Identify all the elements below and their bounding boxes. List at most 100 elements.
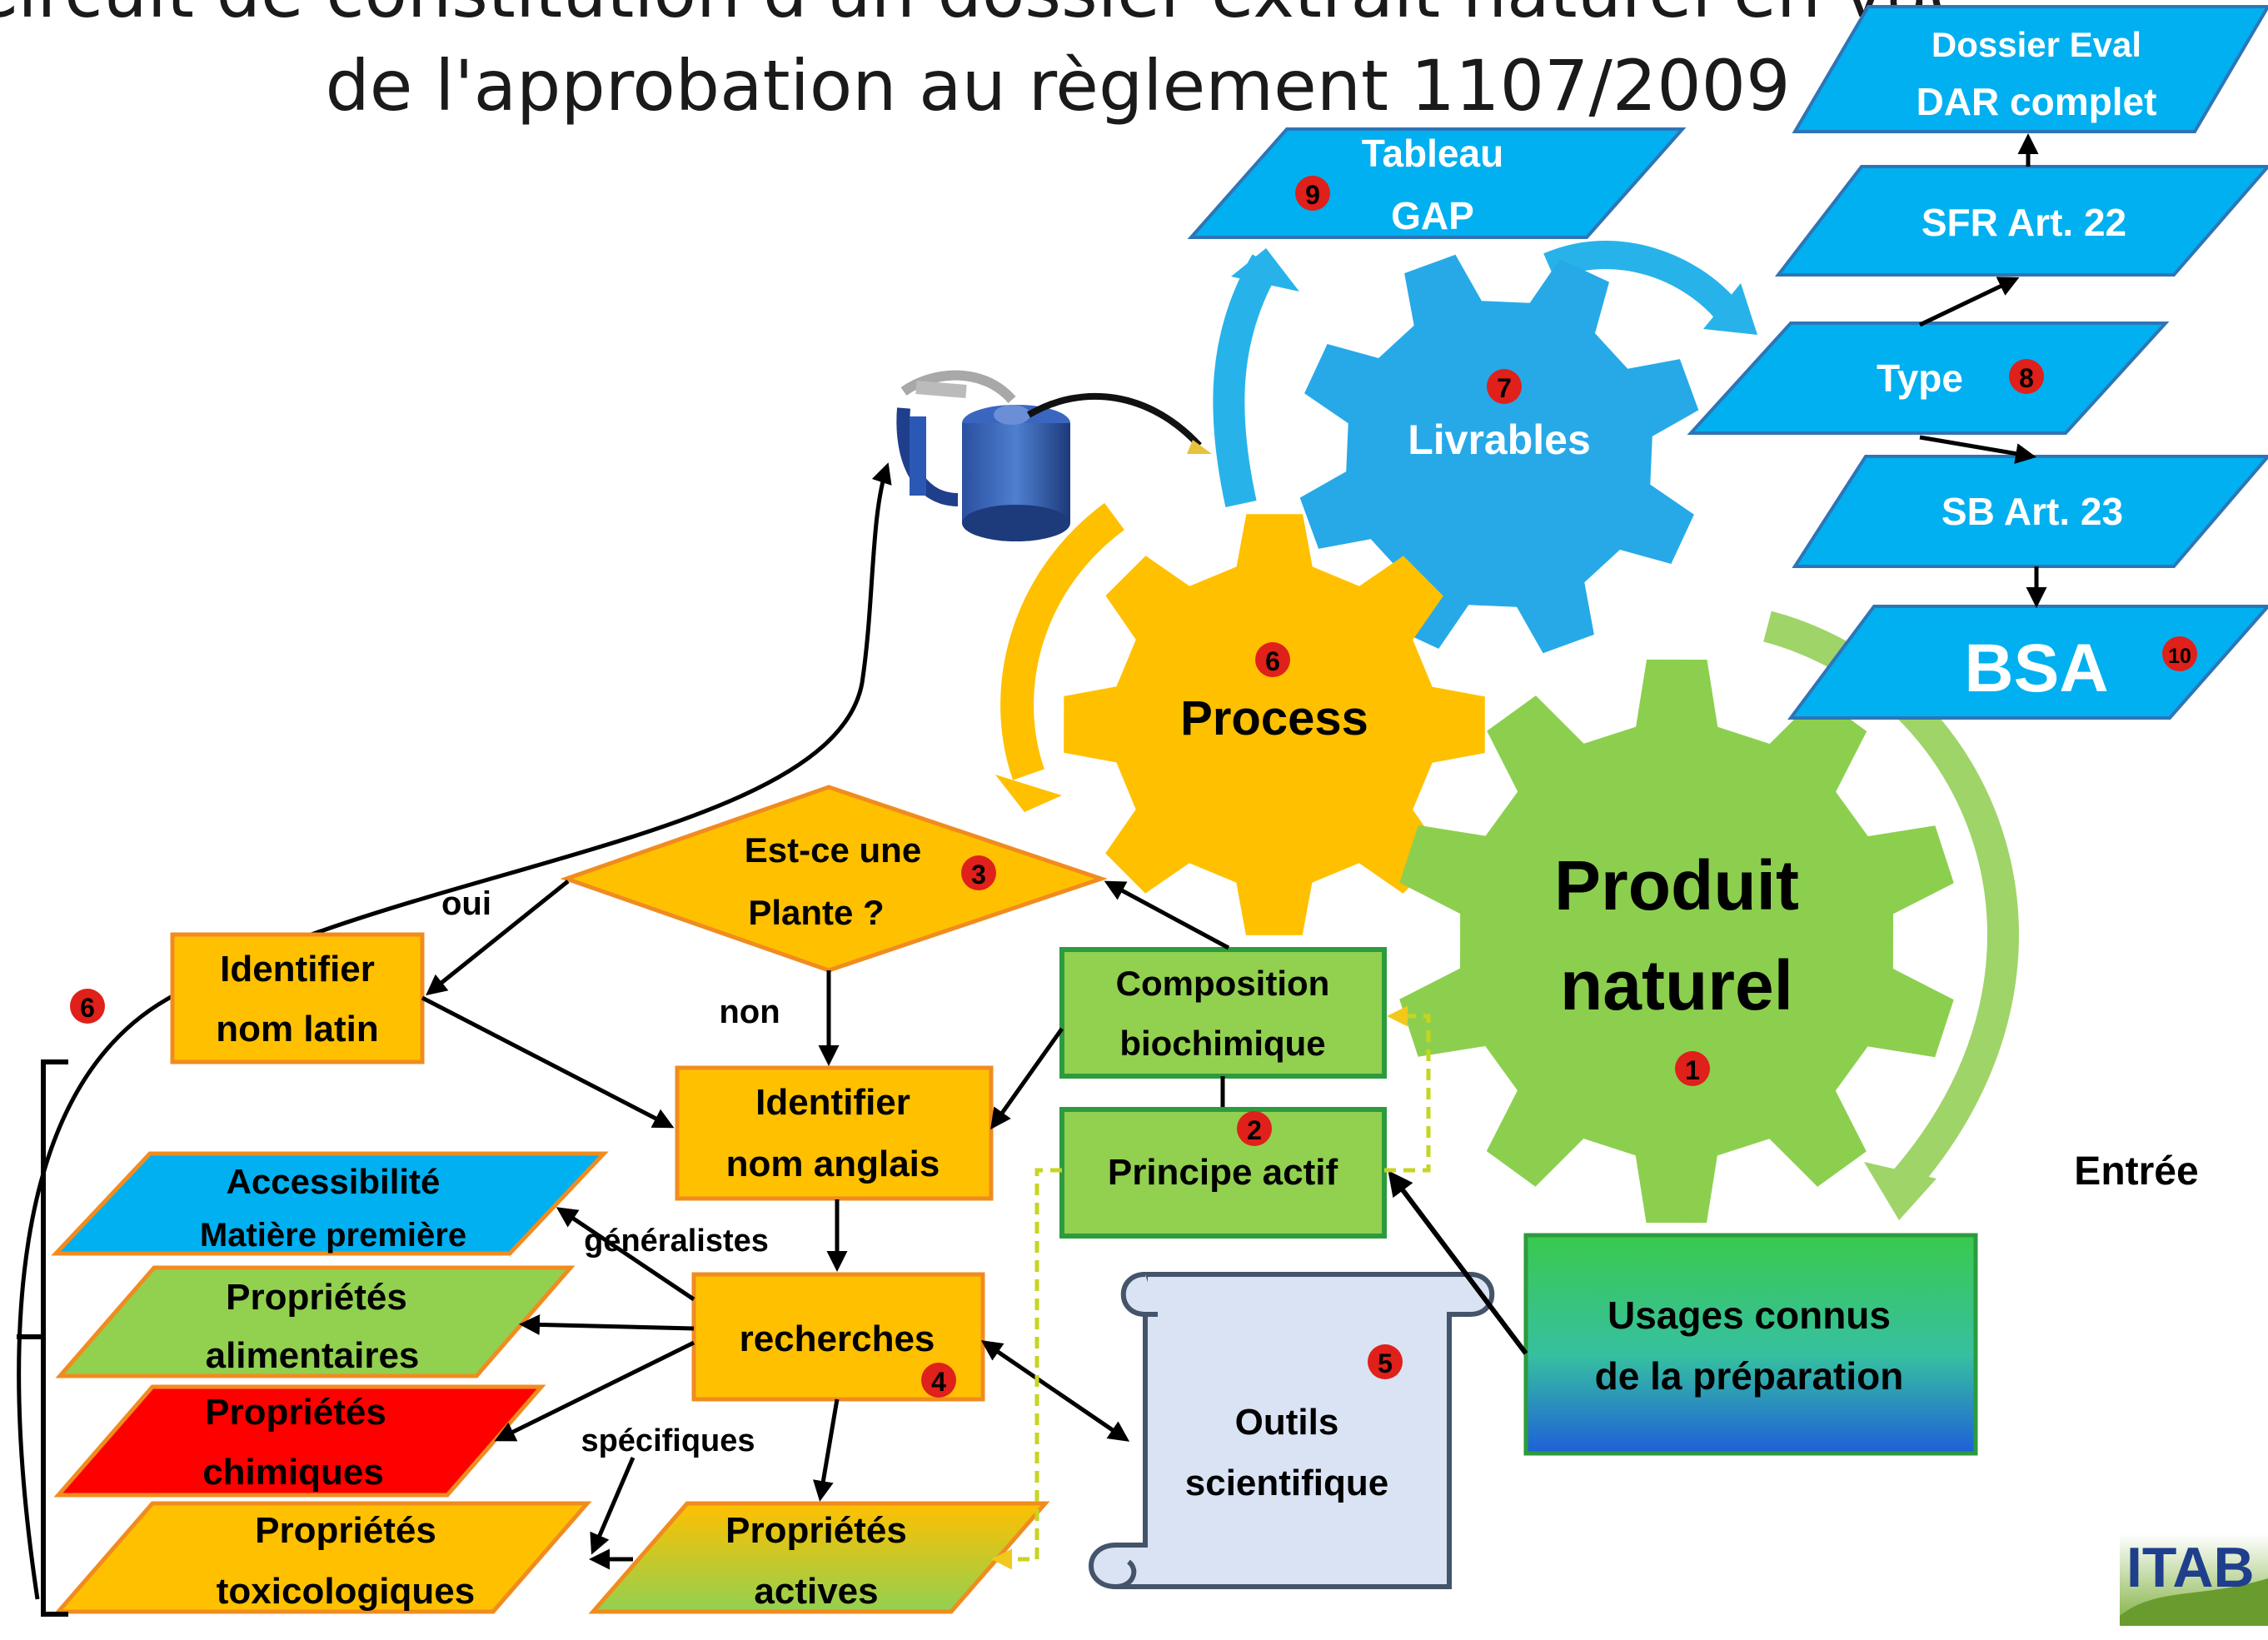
- svg-text:5: 5: [1378, 1348, 1393, 1378]
- svg-text:8: 8: [2019, 363, 2034, 393]
- outils-line2: scientifique: [1185, 1463, 1389, 1503]
- badge-process: 6: [1255, 642, 1290, 677]
- entree-label: Entrée: [2074, 1149, 2198, 1194]
- specifiques-label: spécifiques: [581, 1423, 755, 1458]
- dossier-eval-line1: Dossier Eval: [1932, 25, 2141, 64]
- arrow-decision-to-latin: [426, 880, 570, 996]
- sfr-art22-box: SFR Art. 22: [1774, 165, 2268, 277]
- arrow-recherches-to-toxicologiques: [590, 1457, 636, 1555]
- produit-naturel-gear-shape: [1399, 659, 1954, 1224]
- badge-principe-actif: 2: [1237, 1111, 1272, 1146]
- outils-scroll: Outils scientifique: [1089, 1272, 1495, 1589]
- left-bracket: [41, 1059, 68, 1617]
- badge-produit-naturel: 1: [1675, 1051, 1710, 1086]
- identifier-anglais-box: Identifier nom anglais: [675, 1065, 994, 1201]
- svg-text:3: 3: [971, 860, 986, 890]
- identifier-anglais-line2: nom anglais: [726, 1144, 940, 1184]
- arrow-recherches-outils: [980, 1340, 1130, 1442]
- arrow-head-type: [1703, 283, 1757, 335]
- svg-text:6: 6: [1265, 646, 1280, 676]
- badge-outils: 5: [1368, 1344, 1403, 1379]
- chimiques-line2: chimiques: [202, 1452, 384, 1493]
- title-line1: Circuit de constitution d'un dossier ext…: [0, 0, 1971, 33]
- dashed-principe-to-composition: [1384, 1005, 1431, 1173]
- usages-box: Usages connus de la préparation: [1523, 1233, 1978, 1456]
- arrow-latin-to-anglais: [421, 995, 675, 1129]
- chimiques-box: Propriétés chimiques: [53, 1384, 546, 1498]
- recherches-label: recherches: [740, 1318, 935, 1359]
- identifier-latin-box: Identifier nom latin: [170, 932, 425, 1064]
- arrow-head-process: [995, 775, 1062, 812]
- livrables-gear-shape: [1299, 254, 1699, 654]
- composition-box: Composition biochimique: [1059, 947, 1387, 1079]
- identifier-latin-line2: nom latin: [216, 1009, 379, 1049]
- arrow-gap-to-type: [1543, 241, 1740, 322]
- alimentaires-line1: Propriétés: [226, 1277, 407, 1318]
- bsa-box: BSA: [1787, 605, 2268, 720]
- arrow-recherches-to-chimiques: [494, 1340, 695, 1442]
- arrow-recherches-to-actives: [813, 1398, 840, 1502]
- toxicologiques-box: Propriétés toxicologiques: [53, 1501, 592, 1614]
- svg-text:2: 2: [1247, 1115, 1262, 1145]
- decision-diamond: Est-ce une Plante ?: [560, 785, 1108, 973]
- arrow-type-to-sb: [1919, 435, 2036, 464]
- principe-actif-box: Principe actif: [1059, 1107, 1387, 1239]
- arrow-recherches-to-accessibilite: [556, 1207, 695, 1302]
- badge-tableau-gap: 9: [1295, 176, 1330, 211]
- arrow-head-entree: [1864, 1162, 1937, 1220]
- oui-label: oui: [441, 885, 491, 922]
- toxicologiques-line2: toxicologiques: [217, 1571, 475, 1612]
- composition-line1: Composition: [1116, 964, 1330, 1003]
- svg-text:1: 1: [1685, 1055, 1700, 1085]
- identifier-anglais-line1: Identifier: [755, 1082, 910, 1123]
- arrow-process-to-gap: [1213, 254, 1280, 508]
- badge-recherches: 4: [921, 1363, 956, 1398]
- usages-line2: de la préparation: [1595, 1354, 1904, 1398]
- livrables-gear-label: Livrables: [1408, 416, 1591, 463]
- badge-type: 8: [2009, 359, 2044, 394]
- actives-box: Propriétés actives: [588, 1501, 1050, 1614]
- principe-actif-label: Principe actif: [1108, 1152, 1338, 1193]
- identifier-latin-line1: Identifier: [220, 949, 375, 989]
- decision-line2: Plante ?: [748, 893, 884, 932]
- arrow-usages-to-principe: [1388, 1170, 1528, 1355]
- chimiques-line1: Propriétés: [205, 1392, 386, 1433]
- produit-naturel-label-line2: naturel: [1560, 946, 1793, 1024]
- outils-line1: Outils: [1235, 1402, 1339, 1443]
- sb-art23-box: SB Art. 23: [1792, 455, 2268, 568]
- badge-bsa: 10: [2162, 636, 2197, 671]
- arrow-head-gap: [1231, 248, 1299, 292]
- composition-line2: biochimique: [1119, 1024, 1325, 1063]
- arrow-bracket-to-oil: [17, 462, 892, 1600]
- svg-text:10: 10: [2168, 645, 2191, 668]
- oil-can-icon: [896, 370, 1212, 541]
- alimentaires-box: Propriétés alimentaires: [55, 1265, 576, 1378]
- process-gear-shape: [1064, 514, 1485, 935]
- generalistes-label: généralistes: [584, 1224, 769, 1259]
- tableau-gap-line1: Tableau: [1362, 132, 1503, 175]
- itab-logo: ITAB: [2120, 1534, 2268, 1626]
- accessibilite-box: Accessibilité Matière première: [51, 1151, 609, 1256]
- decision-line1: Est-ce une: [745, 830, 921, 870]
- arrow-composition-to-decision: [1104, 880, 1230, 950]
- bsa-label: BSA: [1964, 631, 2108, 706]
- sb-art23-label: SB Art. 23: [1942, 490, 2123, 533]
- toxicologiques-line1: Propriétés: [255, 1510, 436, 1551]
- sfr-art22-label: SFR Art. 22: [1922, 201, 2126, 244]
- produit-naturel-label-line1: Produit: [1554, 846, 1799, 925]
- tableau-gap-line2: GAP: [1391, 194, 1474, 237]
- svg-text:9: 9: [1305, 180, 1320, 210]
- badge-livrables: 7: [1487, 369, 1522, 404]
- tableau-gap-box: Tableau GAP: [1187, 127, 1687, 239]
- arrow-type-to-sfr: [1918, 277, 2020, 327]
- type-box: Type: [1687, 322, 2170, 435]
- actives-line1: Propriétés: [725, 1510, 907, 1551]
- dashed-principe-to-actives: [991, 1168, 1062, 1570]
- gear-layer: [1064, 254, 1954, 1224]
- dossier-eval-box: Dossier Eval DAR complet: [1792, 5, 2268, 133]
- usages-line1: Usages connus: [1608, 1294, 1891, 1337]
- title-line2: de l'approbation au règlement 1107/2009: [325, 45, 1790, 127]
- arrow-composition-to-anglais: [990, 1027, 1064, 1130]
